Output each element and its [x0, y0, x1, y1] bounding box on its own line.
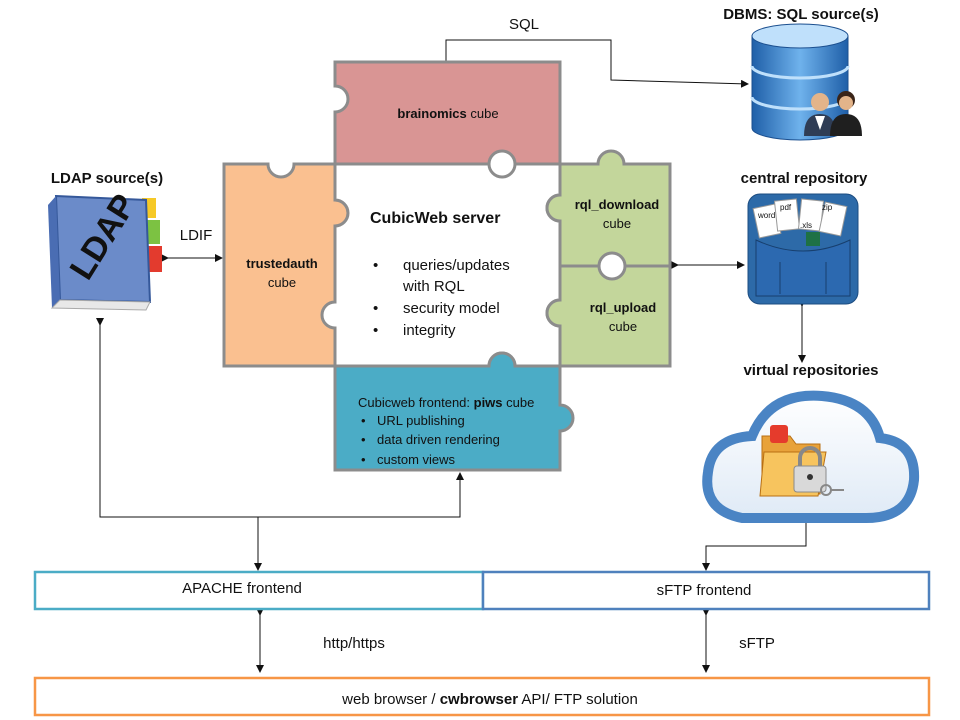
connectors — [96, 39, 810, 673]
server-bullets: • queries/updates with RQL • security mo… — [373, 257, 510, 339]
brainomics-label: brainomics cube — [397, 106, 498, 121]
file-xls-tag: .xls — [800, 221, 812, 230]
dbms-title: DBMS: SQL source(s) — [723, 6, 879, 23]
rql-download-cube-piece — [545, 149, 672, 268]
client-label: web browser / cwbrowser API/ FTP solutio… — [341, 691, 638, 708]
server-bullet: security model — [403, 300, 500, 317]
server-bullet: integrity — [403, 322, 456, 339]
piws-bullet: data driven rendering — [377, 432, 500, 447]
bullet-dot: • — [373, 257, 378, 274]
server-bullet: with RQL — [402, 278, 465, 295]
apache-frontend-label: APACHE frontend — [182, 580, 302, 597]
bullet-dot: • — [373, 322, 378, 339]
rql-upload-cube-piece — [545, 264, 672, 368]
locked-folder-icon — [759, 425, 844, 497]
rql-upload-cube-word: cube — [609, 319, 637, 334]
piws-label: Cubicweb frontend: piws cube — [358, 395, 534, 410]
file-zip-tag: zip — [822, 203, 833, 212]
rql-upload-label: rql_upload — [590, 300, 657, 315]
piws-bullets: • URL publishing • data driven rendering… — [361, 413, 500, 467]
central-repo-title: central repository — [741, 170, 868, 187]
ldif-label: LDIF — [180, 227, 213, 244]
bullet-dot: • — [361, 452, 366, 467]
virtual-repos-title: virtual repositories — [743, 362, 878, 379]
sql-label: SQL — [509, 16, 539, 33]
sftp-frontend-label: sFTP frontend — [657, 582, 752, 599]
bullet-dot: • — [361, 413, 366, 428]
users-icon — [804, 91, 862, 136]
apache-frontend-box — [33, 570, 485, 611]
bullet-dot: • — [373, 300, 378, 317]
trustedauth-label: trustedauth — [246, 256, 318, 271]
bullet-dot: • — [361, 432, 366, 447]
trustedauth-cube-word: cube — [268, 275, 296, 290]
piws-bullet: custom views — [377, 452, 456, 467]
rql-download-cube-word: cube — [603, 216, 631, 231]
sftp-label: sFTP — [739, 635, 775, 652]
file-pdf-tag: pdf — [780, 203, 792, 212]
file-folder-icon: word pdf zip .xls — [747, 193, 859, 305]
database-icon — [750, 23, 850, 141]
http-label: http/https — [323, 635, 385, 652]
ldap-book-icon: LDAP — [48, 188, 162, 311]
client-box — [33, 676, 931, 717]
puzzle — [222, 60, 672, 472]
server-bullet: queries/updates — [403, 257, 510, 274]
sql-connector — [442, 39, 749, 88]
piws-cube-piece — [333, 351, 575, 472]
cloud-sftp-connector — [702, 515, 810, 571]
sftp-frontend-box — [481, 570, 931, 611]
file-word-tag: word — [757, 211, 775, 220]
ldap-source-title: LDAP source(s) — [51, 170, 163, 187]
rql-download-label: rql_download — [575, 197, 660, 212]
server-title: CubicWeb server — [370, 210, 500, 227]
ldap-apache-connector — [96, 318, 464, 518]
piws-bullet: URL publishing — [377, 413, 465, 428]
